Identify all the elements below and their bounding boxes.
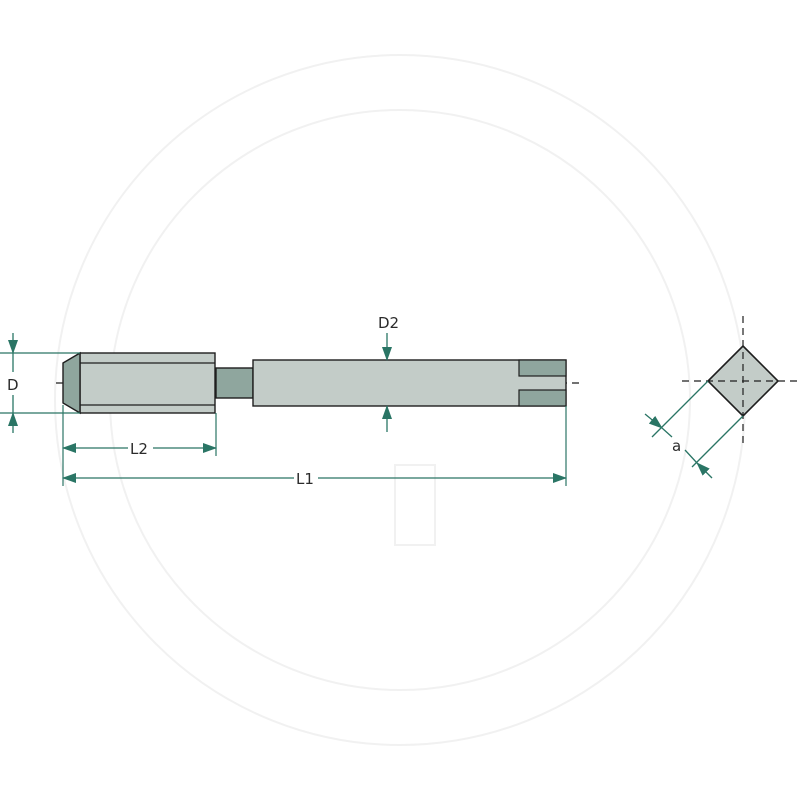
label-l2: L2 xyxy=(130,440,148,458)
dimension-d xyxy=(0,333,80,433)
dimension-a xyxy=(644,380,744,479)
square-end-view xyxy=(682,316,800,448)
label-d2: D2 xyxy=(378,314,399,332)
label-a: a xyxy=(672,437,681,455)
shank xyxy=(252,359,567,407)
label-l1: L1 xyxy=(296,470,314,488)
thread-section xyxy=(62,351,216,415)
neck xyxy=(215,367,254,399)
label-d: D xyxy=(7,376,19,394)
